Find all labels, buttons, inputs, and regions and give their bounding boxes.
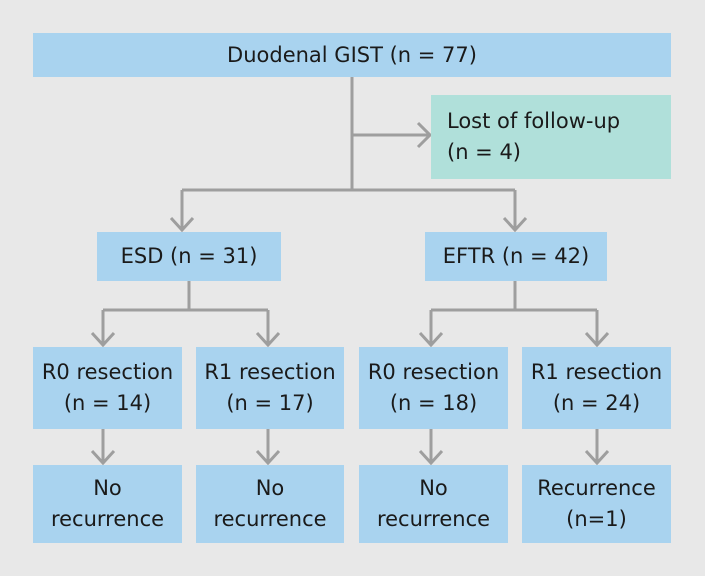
esd-r0-node: R0 resection (n = 14) [33,347,182,429]
arrowhead-eftr-r1 [584,331,610,348]
eftr-r1-outcome-node: Recurrence (n=1) [522,465,671,543]
eftr-r1-outcome1: Recurrence [537,476,656,500]
esd-r1-outcome1: No [255,476,285,500]
root-node: Duodenal GIST (n = 77) [33,33,671,77]
esd-label: ESD (n = 31) [120,244,258,268]
arrowhead-eftr-r0 [418,331,444,348]
eftr-r1-outcome2: (n=1) [566,507,627,531]
eftr-r1-line1: R1 resection [530,360,663,384]
esd-r0-outcome1: No [93,476,122,500]
arrowhead-esd-r0 [90,331,116,348]
eftr-r0-node: R0 resection (n = 18) [359,347,508,429]
eftr-r0-outcome1: No [419,476,448,500]
eftr-r0-outcome-node: No recurrence [359,465,508,543]
eftr-node: EFTR (n = 42) [425,232,607,281]
lost-line1: Lost of follow-up [447,109,621,133]
arrowhead-esd [169,216,195,233]
esd-r1-outcome2: recurrence [213,507,327,531]
esd-r0-line2: (n = 14) [63,391,152,415]
eftr-r0-outcome2: recurrence [376,507,491,531]
esd-r0-line1: R0 resection [41,360,174,384]
esd-r0-outcome2: recurrence [50,507,165,531]
arrowhead-eftr-r1-outcome [584,449,610,466]
arrowhead-esd-r1-outcome [255,449,281,466]
esd-node: ESD (n = 31) [97,232,281,281]
eftr-r1-line2: (n = 24) [552,391,641,415]
arrowhead-eftr-r0-outcome [418,449,444,466]
root-label: Duodenal GIST (n = 77) [227,42,477,67]
esd-r1-node: R1 resection (n = 17) [196,347,344,429]
eftr-label: EFTR (n = 42) [442,244,590,268]
esd-r1-line2: (n = 17) [226,391,314,415]
arrowhead-esd-r0-outcome [90,449,116,466]
arrowhead-lost [416,121,433,149]
esd-r1-outcome-node: No recurrence [196,465,344,543]
esd-r0-outcome-node: No recurrence [33,465,182,543]
eftr-r1-node: R1 resection (n = 24) [522,347,671,429]
lost-follow-up-node: Lost of follow-up (n = 4) [431,95,671,179]
eftr-r0-line2: (n = 18) [389,391,478,415]
esd-r1-line1: R1 resection [204,360,336,384]
arrowhead-eftr [502,216,528,233]
lost-line2: (n = 4) [447,140,522,164]
eftr-r0-line1: R0 resection [367,360,500,384]
arrowhead-esd-r1 [255,331,281,348]
